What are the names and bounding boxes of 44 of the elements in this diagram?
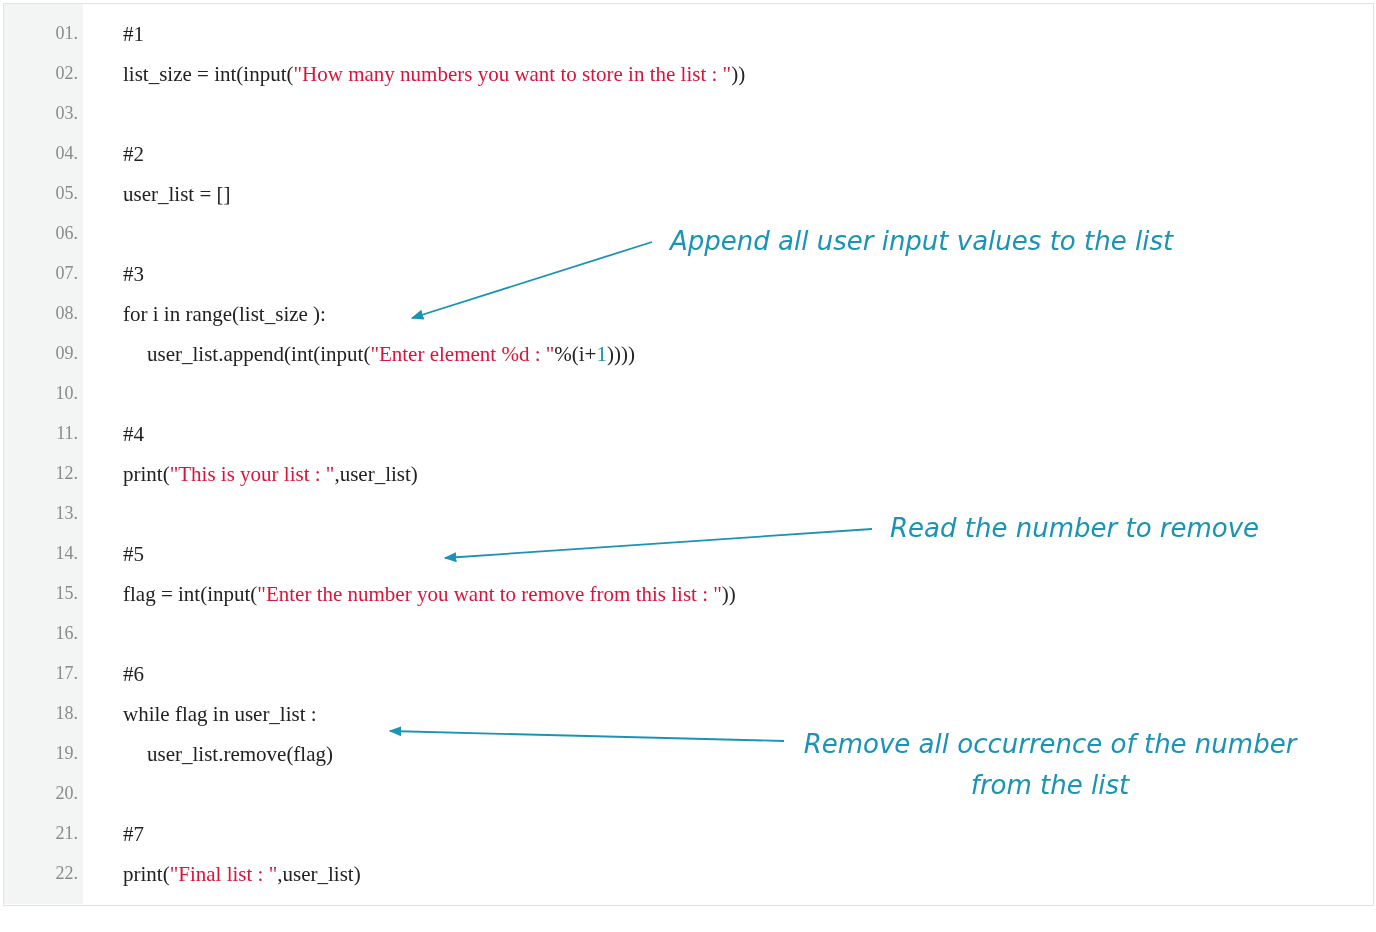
annotation-text: Read the number to remove	[890, 513, 1260, 543]
line-number: 02.	[54, 63, 78, 84]
annotation-text: Remove all occurrence of the number from the list	[770, 724, 1330, 806]
line-number: 08.	[54, 303, 78, 324]
line-number: 04.	[54, 143, 78, 164]
line-number: 12.	[54, 463, 78, 484]
annotation-text: Append all user input values to the list	[670, 226, 1174, 256]
arrow	[388, 726, 785, 742]
line-number: 13.	[54, 503, 78, 524]
line-number: 15.	[54, 583, 78, 604]
line-number: 07.	[54, 263, 78, 284]
code-line: print("This is your list : ",user_list)	[123, 464, 418, 485]
line-number: 05.	[54, 183, 78, 204]
line-number: 21.	[54, 823, 78, 844]
line-number: 22.	[54, 863, 78, 884]
line-number: 03.	[54, 103, 78, 124]
code-line: #3	[123, 264, 144, 285]
code-line: #5	[123, 544, 144, 565]
line-number: 14.	[54, 543, 78, 564]
line-number: 18.	[54, 703, 78, 724]
code-line: flag = int(input("Enter the number you want to remove from this list : "))	[123, 584, 736, 605]
line-number: 20.	[54, 783, 78, 804]
code-line: #7	[123, 824, 144, 845]
code-line: #2	[123, 144, 144, 165]
line-number: 16.	[54, 623, 78, 644]
code-line: #4	[123, 424, 144, 445]
line-number: 09.	[54, 343, 78, 364]
line-number: 01.	[54, 23, 78, 44]
line-number: 19.	[54, 743, 78, 764]
arrow	[410, 241, 653, 320]
code-line: user_list = []	[123, 184, 231, 205]
code-line: user_list.remove(flag)	[147, 744, 334, 765]
code-line: while flag in user_list :	[123, 704, 317, 725]
line-number: 11.	[55, 423, 78, 444]
code-line: #1	[123, 24, 144, 45]
arrow	[443, 528, 873, 563]
code-line: #6	[123, 664, 144, 685]
line-number: 06.	[54, 223, 78, 244]
line-number: 17.	[54, 663, 78, 684]
code-line: user_list.append(int(input("Enter element %d : "%(i+1))))	[147, 344, 635, 365]
code-line: for i in range(list_size ):	[123, 304, 326, 325]
code-line: print("Final list : ",user_list)	[123, 864, 361, 885]
line-number: 10.	[54, 383, 78, 404]
code-line: list_size = int(input("How many numbers you want to store in the list : "))	[123, 64, 746, 85]
